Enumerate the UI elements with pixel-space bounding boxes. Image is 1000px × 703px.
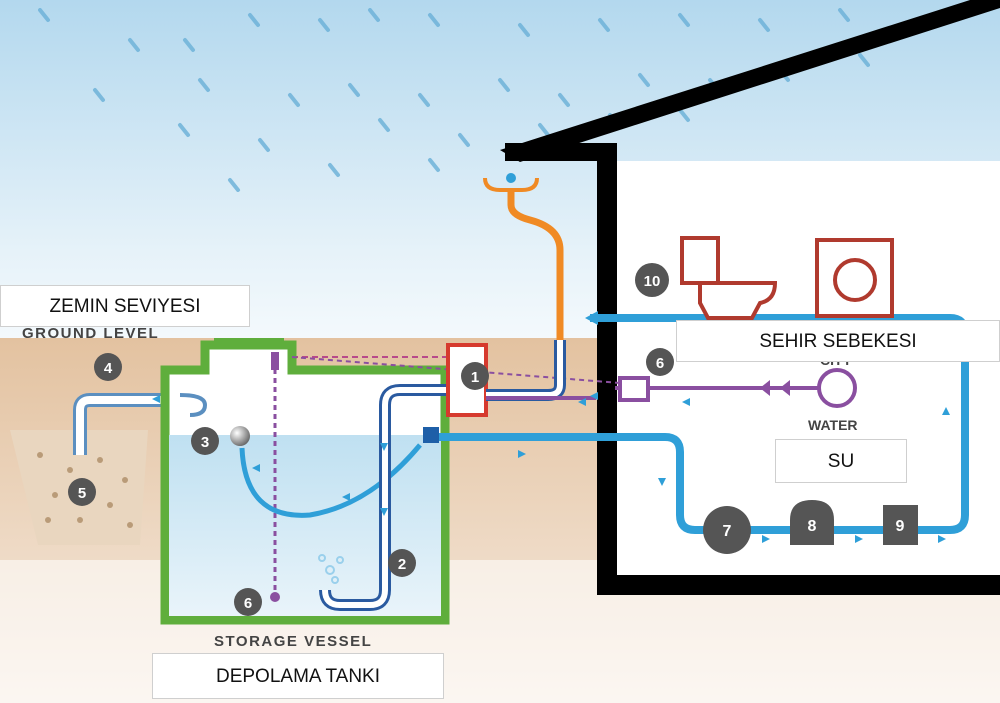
washing-machine-icon [815,238,894,318]
marker-4-text: 4 [104,360,113,377]
su-label: SU [775,439,907,483]
ground-level-label: GROUND LEVEL [22,325,159,342]
pump-connector [423,427,439,443]
marker-6-tank-text: 6 [244,595,252,612]
marker-3-text: 3 [201,434,209,451]
float-ball [230,426,250,446]
marker-5-text: 5 [78,485,86,502]
water-label: WATER [808,417,858,433]
marker-2-text: 2 [398,556,406,573]
marker-10 [635,263,669,297]
water-bubbles [318,554,344,584]
marker-6-valve [646,348,674,376]
control-unit-icon [883,505,918,545]
downpipe [507,192,564,340]
marker-9-text: 9 [896,518,905,535]
marker-6-tank [234,588,262,616]
marker-4 [94,353,122,381]
pressure-tank-icon [790,500,834,545]
marker-1-text: 1 [471,369,479,386]
number-markers: 1 2 3 4 5 6 6 7 8 9 10 [68,263,905,616]
storage-tank [160,338,450,625]
marker-5 [68,478,96,506]
marker-1 [461,362,489,390]
depolama-tanki-label: DEPOLAMA TANKI [152,653,444,699]
marker-10-text: 10 [644,273,661,290]
marker-6-valve-text: 6 [656,355,664,372]
house [500,0,1000,595]
overflow-fitting [179,393,208,417]
city-water-source-icon [817,368,857,408]
storage-vessel-label: STORAGE VESSEL [214,633,372,650]
marker-8-text: 8 [808,518,817,535]
toilet-icon [680,236,778,320]
gutter [483,177,539,192]
marker-7-text: 7 [723,523,732,540]
pump-icon [703,506,751,554]
sehir-sebekesi-label: SEHIR SEBEKESI [676,320,1000,362]
marker-2 [388,549,416,577]
backflow-valve [618,376,650,402]
zemin-seviyesi-label: ZEMIN SEVIYESI [0,285,250,327]
marker-3 [191,427,219,455]
